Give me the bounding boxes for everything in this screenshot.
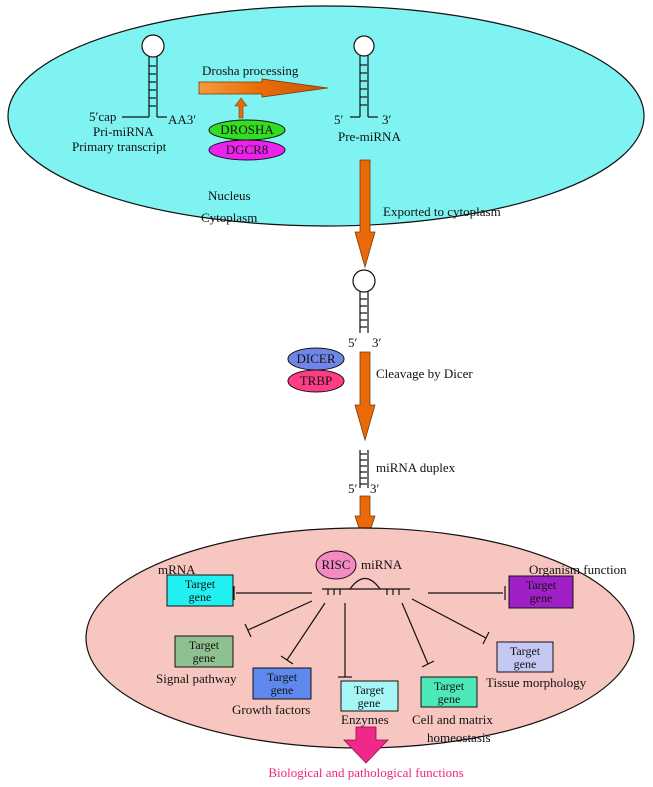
duplex-3prime: 3′ (370, 481, 380, 496)
target-line1: Target (354, 683, 385, 697)
nucleus-label: Nucleus (208, 188, 251, 203)
pri-mirna-label: Pri-miRNA (93, 124, 154, 139)
pre-mirna-hairpin (350, 35, 378, 118)
drosha-processing-label: Drosha processing (202, 63, 299, 78)
risc-mirna-complex (322, 577, 410, 595)
target-line2: gene (193, 651, 216, 665)
dgcr8-label: DGCR8 (226, 142, 269, 157)
enzymes-label: Enzymes (341, 712, 389, 727)
signal-pathway-label: Signal pathway (156, 671, 237, 686)
final-functions-label: Biological and pathological functions (268, 765, 463, 780)
cleavage-label: Cleavage by Dicer (376, 366, 473, 381)
pri-mirna-sublabel: Primary transcript (72, 139, 167, 154)
growth-factors-label: Growth factors (232, 702, 310, 717)
hairpin-5prime: 5′ (348, 335, 358, 350)
trbp-pill (287, 369, 345, 393)
pre-mirna-label: Pre-miRNA (338, 129, 401, 144)
target-line2: gene (514, 657, 537, 671)
target-box-mrna: Target gene (166, 574, 234, 607)
target-box-growth: Target gene (252, 667, 312, 700)
tissue-morphology-label: Tissue morphology (486, 675, 587, 690)
target-line2: gene (271, 683, 294, 697)
target-line1: Target (189, 638, 220, 652)
mirna-label: miRNA (361, 557, 403, 572)
pri-mirna-hairpin (122, 34, 167, 118)
target-line1: Target (434, 679, 465, 693)
target-line1: Target (510, 644, 541, 658)
target-box-signal: Target gene (174, 635, 234, 668)
duplex-label: miRNA duplex (376, 460, 456, 475)
drosha-processing-arrow (198, 78, 329, 98)
pri-mirna-3prime: AA3′ (168, 112, 196, 127)
target-line1: Target (526, 578, 557, 592)
final-output-arrow (343, 726, 389, 764)
hairpin-3prime: 3′ (372, 335, 382, 350)
cell-matrix-label-1: Cell and matrix (412, 712, 493, 727)
target-line2: gene (438, 692, 461, 706)
exported-label: Exported to cytoplasm (383, 204, 501, 219)
target-line1: Target (267, 670, 298, 684)
target-box-matrix: Target gene (420, 676, 478, 708)
export-arrow (354, 159, 376, 269)
mirna-duplex (359, 450, 369, 488)
target-line1: Target (185, 577, 216, 591)
target-box-organism: Target gene (508, 575, 574, 609)
mrna-label: mRNA (158, 562, 196, 577)
target-box-tissue: Target gene (496, 641, 554, 673)
pri-mirna-5prime: 5′cap (89, 109, 116, 124)
nucleus-ellipse (7, 5, 645, 227)
target-box-enzymes: Target gene (340, 680, 399, 712)
inhibition-lines (233, 586, 506, 678)
drosha-label: DROSHA (220, 122, 274, 137)
organism-function-label: Organism function (529, 562, 627, 577)
dgcr8-pill (208, 139, 286, 161)
pre-mirna-3prime: 3′ (382, 112, 392, 127)
cytoplasm-label: Cytoplasm (201, 210, 257, 225)
dicer-label: DICER (297, 351, 336, 366)
drosha-up-arrow (234, 97, 248, 119)
target-line2: gene (358, 696, 381, 710)
target-line2: gene (530, 591, 553, 605)
trbp-label: TRBP (300, 373, 333, 388)
cleavage-arrow (354, 351, 376, 442)
risc-pill (315, 550, 357, 580)
pre-mirna-5prime: 5′ (334, 112, 344, 127)
target-line2: gene (189, 590, 212, 604)
risc-label: RISC (322, 557, 351, 572)
duplex-5prime: 5′ (348, 481, 358, 496)
cytoplasm-hairpin (352, 269, 376, 333)
cell-matrix-label-2: homeostasis (427, 730, 491, 745)
